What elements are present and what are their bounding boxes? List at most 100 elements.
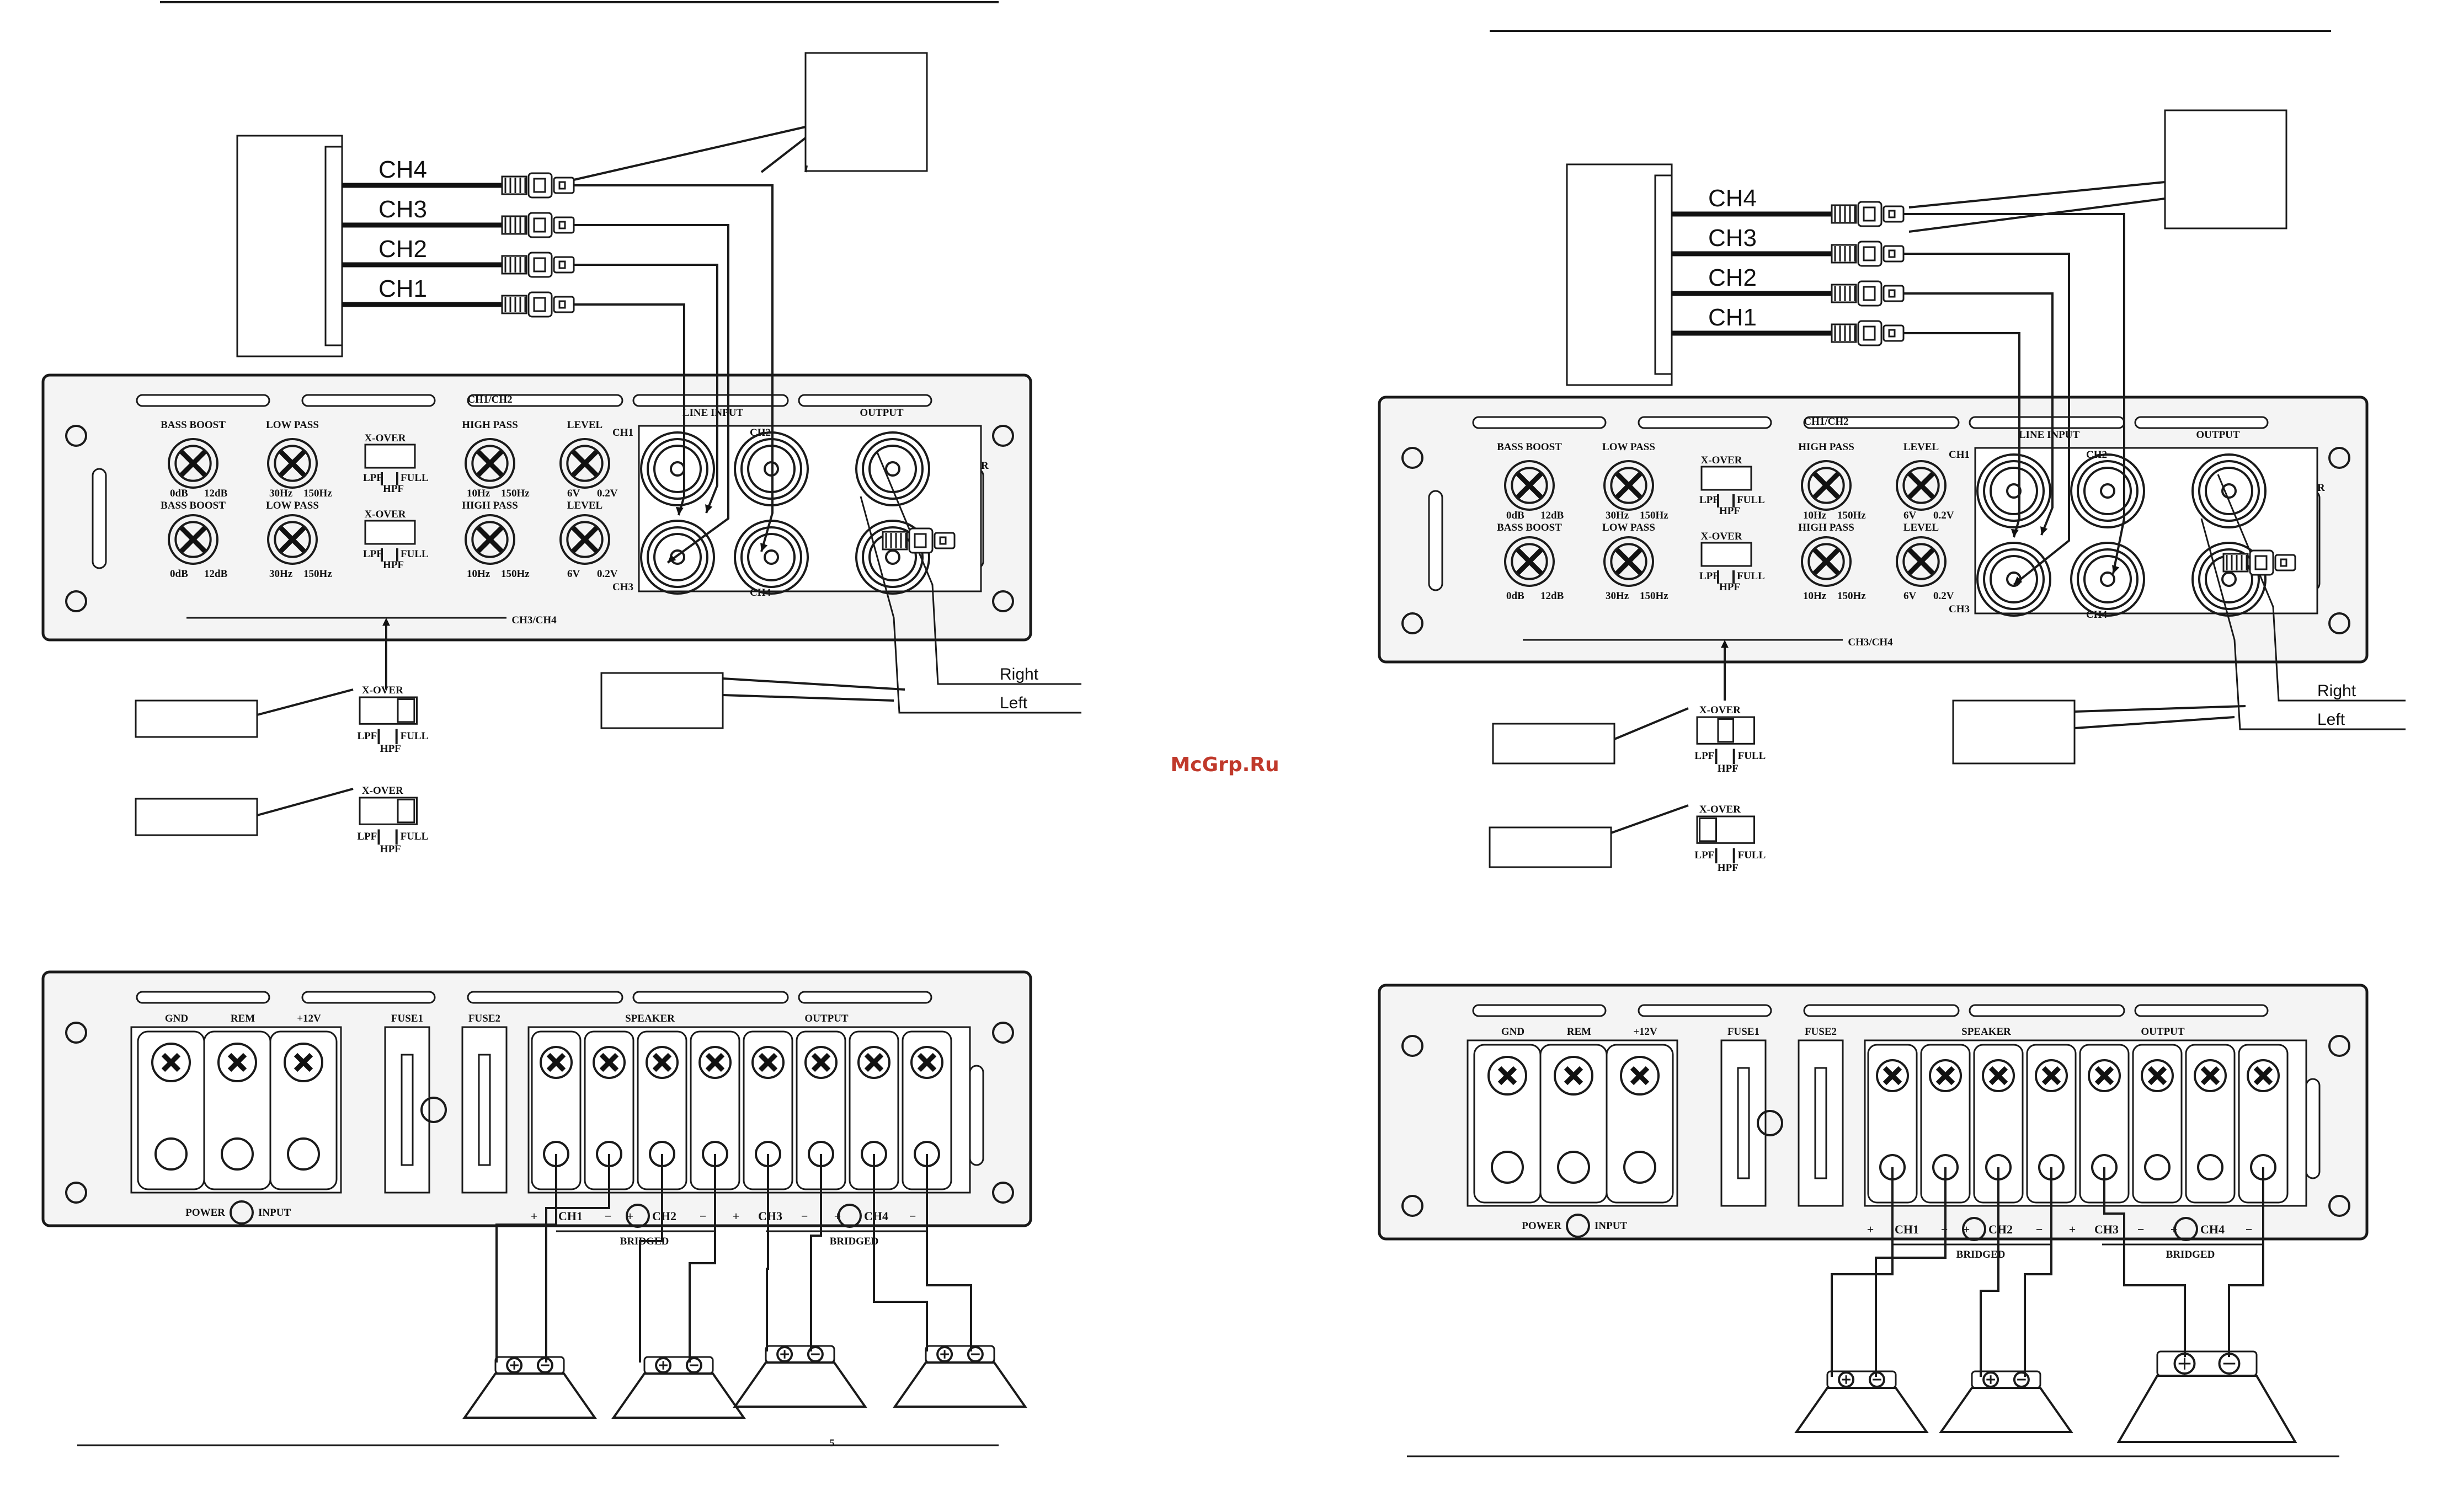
rca-channel-label: CH3: [378, 196, 427, 223]
knob-cap: [1610, 467, 1647, 504]
jack-outer: [1976, 453, 2051, 528]
spk-wire: [545, 1154, 610, 1363]
jack-ring: [862, 438, 924, 500]
level-label: LEVEL: [1903, 522, 1939, 533]
low-pass-knob: [1603, 460, 1654, 511]
speaker-cone: [462, 1372, 597, 1419]
terminal-cell: [1473, 1044, 1542, 1204]
spk-wire: [926, 1154, 972, 1351]
screw-mark: [705, 1052, 725, 1072]
callout-box-switch-1: [1492, 723, 1615, 765]
rca-pin: [1888, 329, 1896, 338]
power-terminal-label: GND: [1501, 1026, 1524, 1038]
jack-inner: [747, 533, 796, 581]
mount-hole: [2328, 1035, 2350, 1057]
screw-mark: [864, 1052, 884, 1072]
range-max: 150Hz: [303, 488, 332, 499]
knob-mark: [476, 526, 504, 553]
jack-inner: [653, 445, 702, 493]
bass-boost-knob: [168, 438, 218, 489]
spk-wire: [810, 1154, 822, 1351]
rca-plug: [501, 212, 575, 238]
range-min: 6V: [567, 488, 580, 499]
spk-wire: [2228, 1167, 2264, 1357]
mount-hole: [992, 1022, 1014, 1044]
terminal-screw: [2141, 1059, 2174, 1092]
lpf-label: LPF: [357, 831, 377, 842]
range-max: 12dB: [1540, 510, 1564, 521]
jack-ring: [862, 526, 924, 588]
output-jack-r: [855, 431, 930, 506]
line-input-label: LINE INPUT: [2019, 429, 2080, 441]
rca-window: [1863, 286, 1876, 301]
vent-slot: [798, 394, 932, 407]
low-pass-knob: [267, 438, 318, 489]
range-min: 6V: [1903, 510, 1917, 521]
jack-ring: [647, 526, 708, 588]
callout-leader: [804, 165, 808, 173]
full-label: FULL: [401, 548, 429, 560]
right-speakers: [1794, 1350, 2297, 1443]
jack-outer: [855, 520, 930, 595]
rca-pin: [558, 300, 566, 309]
rca-channel-label: CH4: [378, 156, 427, 183]
vent-slot: [301, 394, 436, 407]
knob-ring: [1603, 460, 1654, 511]
range-min: 30Hz: [1606, 590, 1629, 602]
polarity-label: +: [1867, 1222, 1874, 1236]
screw-mark: [917, 1052, 937, 1072]
range-min: 6V: [1903, 590, 1917, 602]
left-speakers: [462, 1345, 1027, 1419]
arrow-head: [760, 543, 768, 552]
range-max: 12dB: [204, 488, 228, 499]
bridge-led: [2174, 1217, 2198, 1241]
wire-ch4: [1903, 213, 2125, 574]
wire-ch4: [574, 184, 774, 552]
vent-slot: [467, 991, 623, 1004]
full-label: FULL: [401, 730, 429, 742]
power-terminal-label: +12V: [1633, 1026, 1657, 1038]
jack-inner: [2083, 555, 2132, 603]
knob-mark: [1907, 472, 1935, 499]
knob-cap: [1902, 543, 1940, 580]
input-jack-ch3: [640, 520, 715, 595]
jack-ring: [647, 438, 708, 500]
rca-pin: [558, 260, 566, 269]
ch3-ch4-label: CH3/CH4: [511, 615, 557, 626]
ch1-label: CH1: [1949, 449, 1970, 461]
rca-pin: [558, 221, 566, 229]
terminal-screw: [540, 1046, 573, 1079]
fuse-element: [1737, 1067, 1750, 1179]
ch3-label: CH3: [612, 581, 633, 593]
rca-window: [2254, 555, 2268, 570]
terminal-screw: [217, 1043, 257, 1082]
callout-box-amp-input: [2164, 109, 2287, 229]
knob-mark: [1812, 472, 1840, 499]
vent-slot: [1472, 416, 1607, 429]
vent-slot: [136, 394, 270, 407]
lpf-label: LPF: [357, 730, 377, 742]
jack-pin: [885, 461, 900, 477]
bass-boost-knob: [1504, 536, 1555, 587]
terminal-screw: [2088, 1059, 2121, 1092]
fuse-element: [478, 1054, 491, 1166]
callout-box-switch-2: [135, 798, 258, 836]
jack-ring: [1983, 548, 2045, 610]
speaker-magnet: [925, 1345, 995, 1364]
speaker-label: SPEAKER: [625, 1013, 675, 1024]
speaker: [893, 1345, 1027, 1408]
hpf-label: HPF: [380, 843, 401, 855]
jack-ring: [2077, 548, 2139, 610]
knob-ring: [1504, 536, 1555, 587]
speaker: [462, 1356, 597, 1419]
range-max: 150Hz: [501, 488, 530, 499]
knob-cap: [1511, 467, 1548, 504]
screw-mark: [652, 1052, 672, 1072]
screw-mark: [2094, 1066, 2114, 1086]
watermark: McGrp.Ru: [1170, 754, 1279, 776]
output-plug: [2222, 549, 2296, 576]
full-label: FULL: [401, 831, 429, 842]
